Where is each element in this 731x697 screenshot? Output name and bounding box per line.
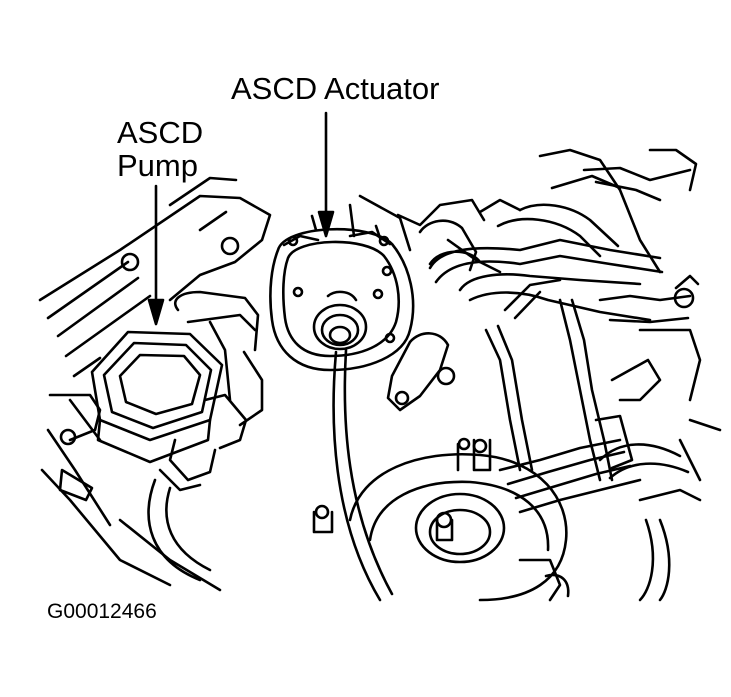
figure-code: G00012466 [47, 600, 157, 623]
intake-manifold [478, 148, 702, 402]
actuator-leader-arrow [317, 111, 335, 238]
ascd-actuator-label: ASCD Actuator [231, 71, 440, 106]
ascd-pump-label-line1: ASCD [117, 115, 204, 150]
fuel-lines [428, 238, 700, 514]
strut-tower [348, 453, 570, 602]
ascd-pump [90, 290, 264, 582]
ascd-actuator [269, 203, 415, 602]
cylinder-head [38, 176, 272, 592]
lower-hoses [598, 418, 722, 602]
ascd-pump-label-line2: Pump [117, 148, 198, 183]
pump-leader-arrow [147, 184, 165, 326]
